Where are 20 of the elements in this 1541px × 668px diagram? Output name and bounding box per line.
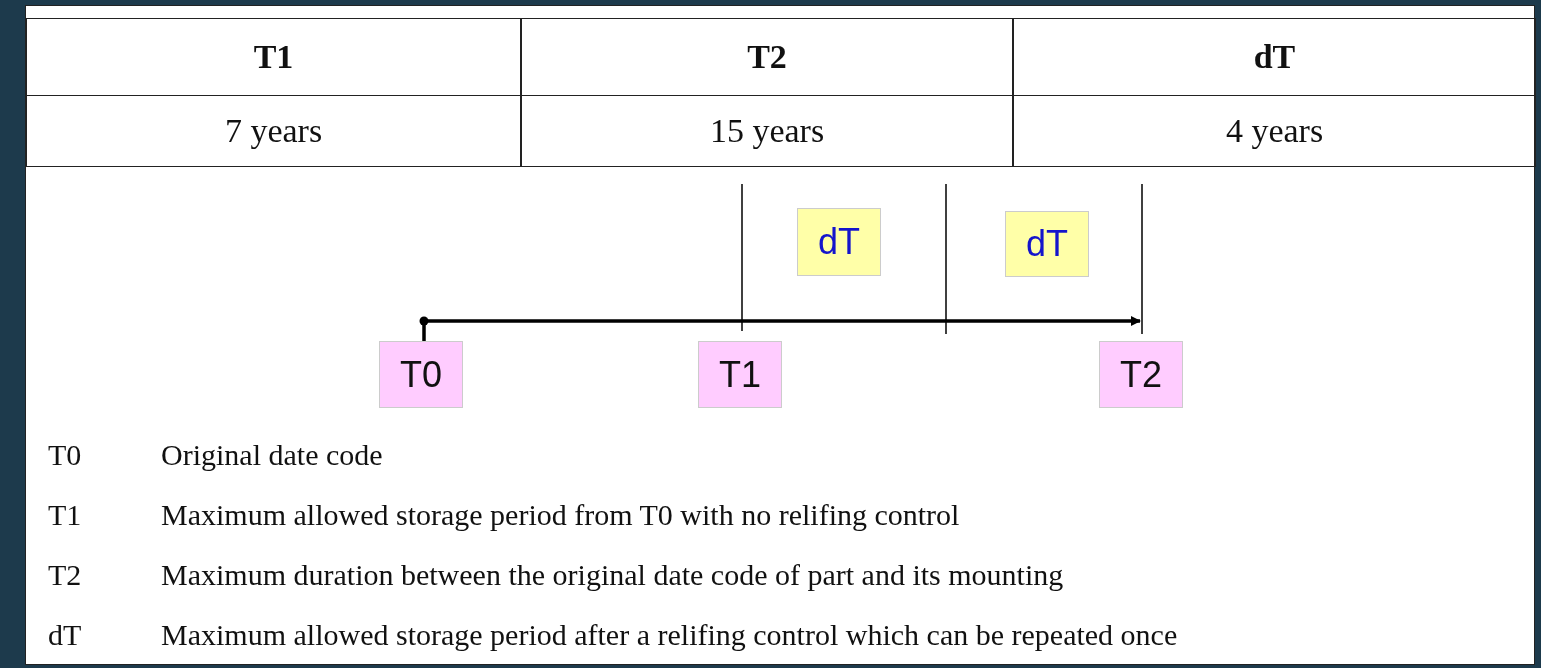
definition-text: Maximum duration between the original date code of part and its mounting	[161, 558, 1064, 592]
interval-box: dT	[797, 208, 881, 276]
timeline-arrow	[422, 316, 1141, 341]
interval-box: dT	[1005, 211, 1089, 277]
time-point-box: T2	[1099, 341, 1183, 408]
table-cell: 7 years	[26, 95, 521, 167]
table-header-cell: dT	[1013, 18, 1536, 96]
definition-text: Original date code	[161, 438, 383, 472]
definition-term: T0	[48, 438, 82, 472]
definition-text: Maximum allowed storage period after a relifing control which can be repeated once	[161, 618, 1178, 652]
definition-text: Maximum allowed storage period from T0 with no relifing control	[161, 498, 960, 532]
time-point-box: T0	[379, 341, 463, 408]
definition-term: T1	[48, 498, 82, 532]
definition-term: dT	[48, 618, 82, 652]
time-point-box: T1	[698, 341, 782, 408]
table-cell: 4 years	[1013, 95, 1536, 167]
table-cell: 15 years	[521, 95, 1013, 167]
table-header-cell: T1	[26, 18, 521, 96]
definition-term: T2	[48, 558, 82, 592]
table-header-cell: T2	[521, 18, 1013, 96]
